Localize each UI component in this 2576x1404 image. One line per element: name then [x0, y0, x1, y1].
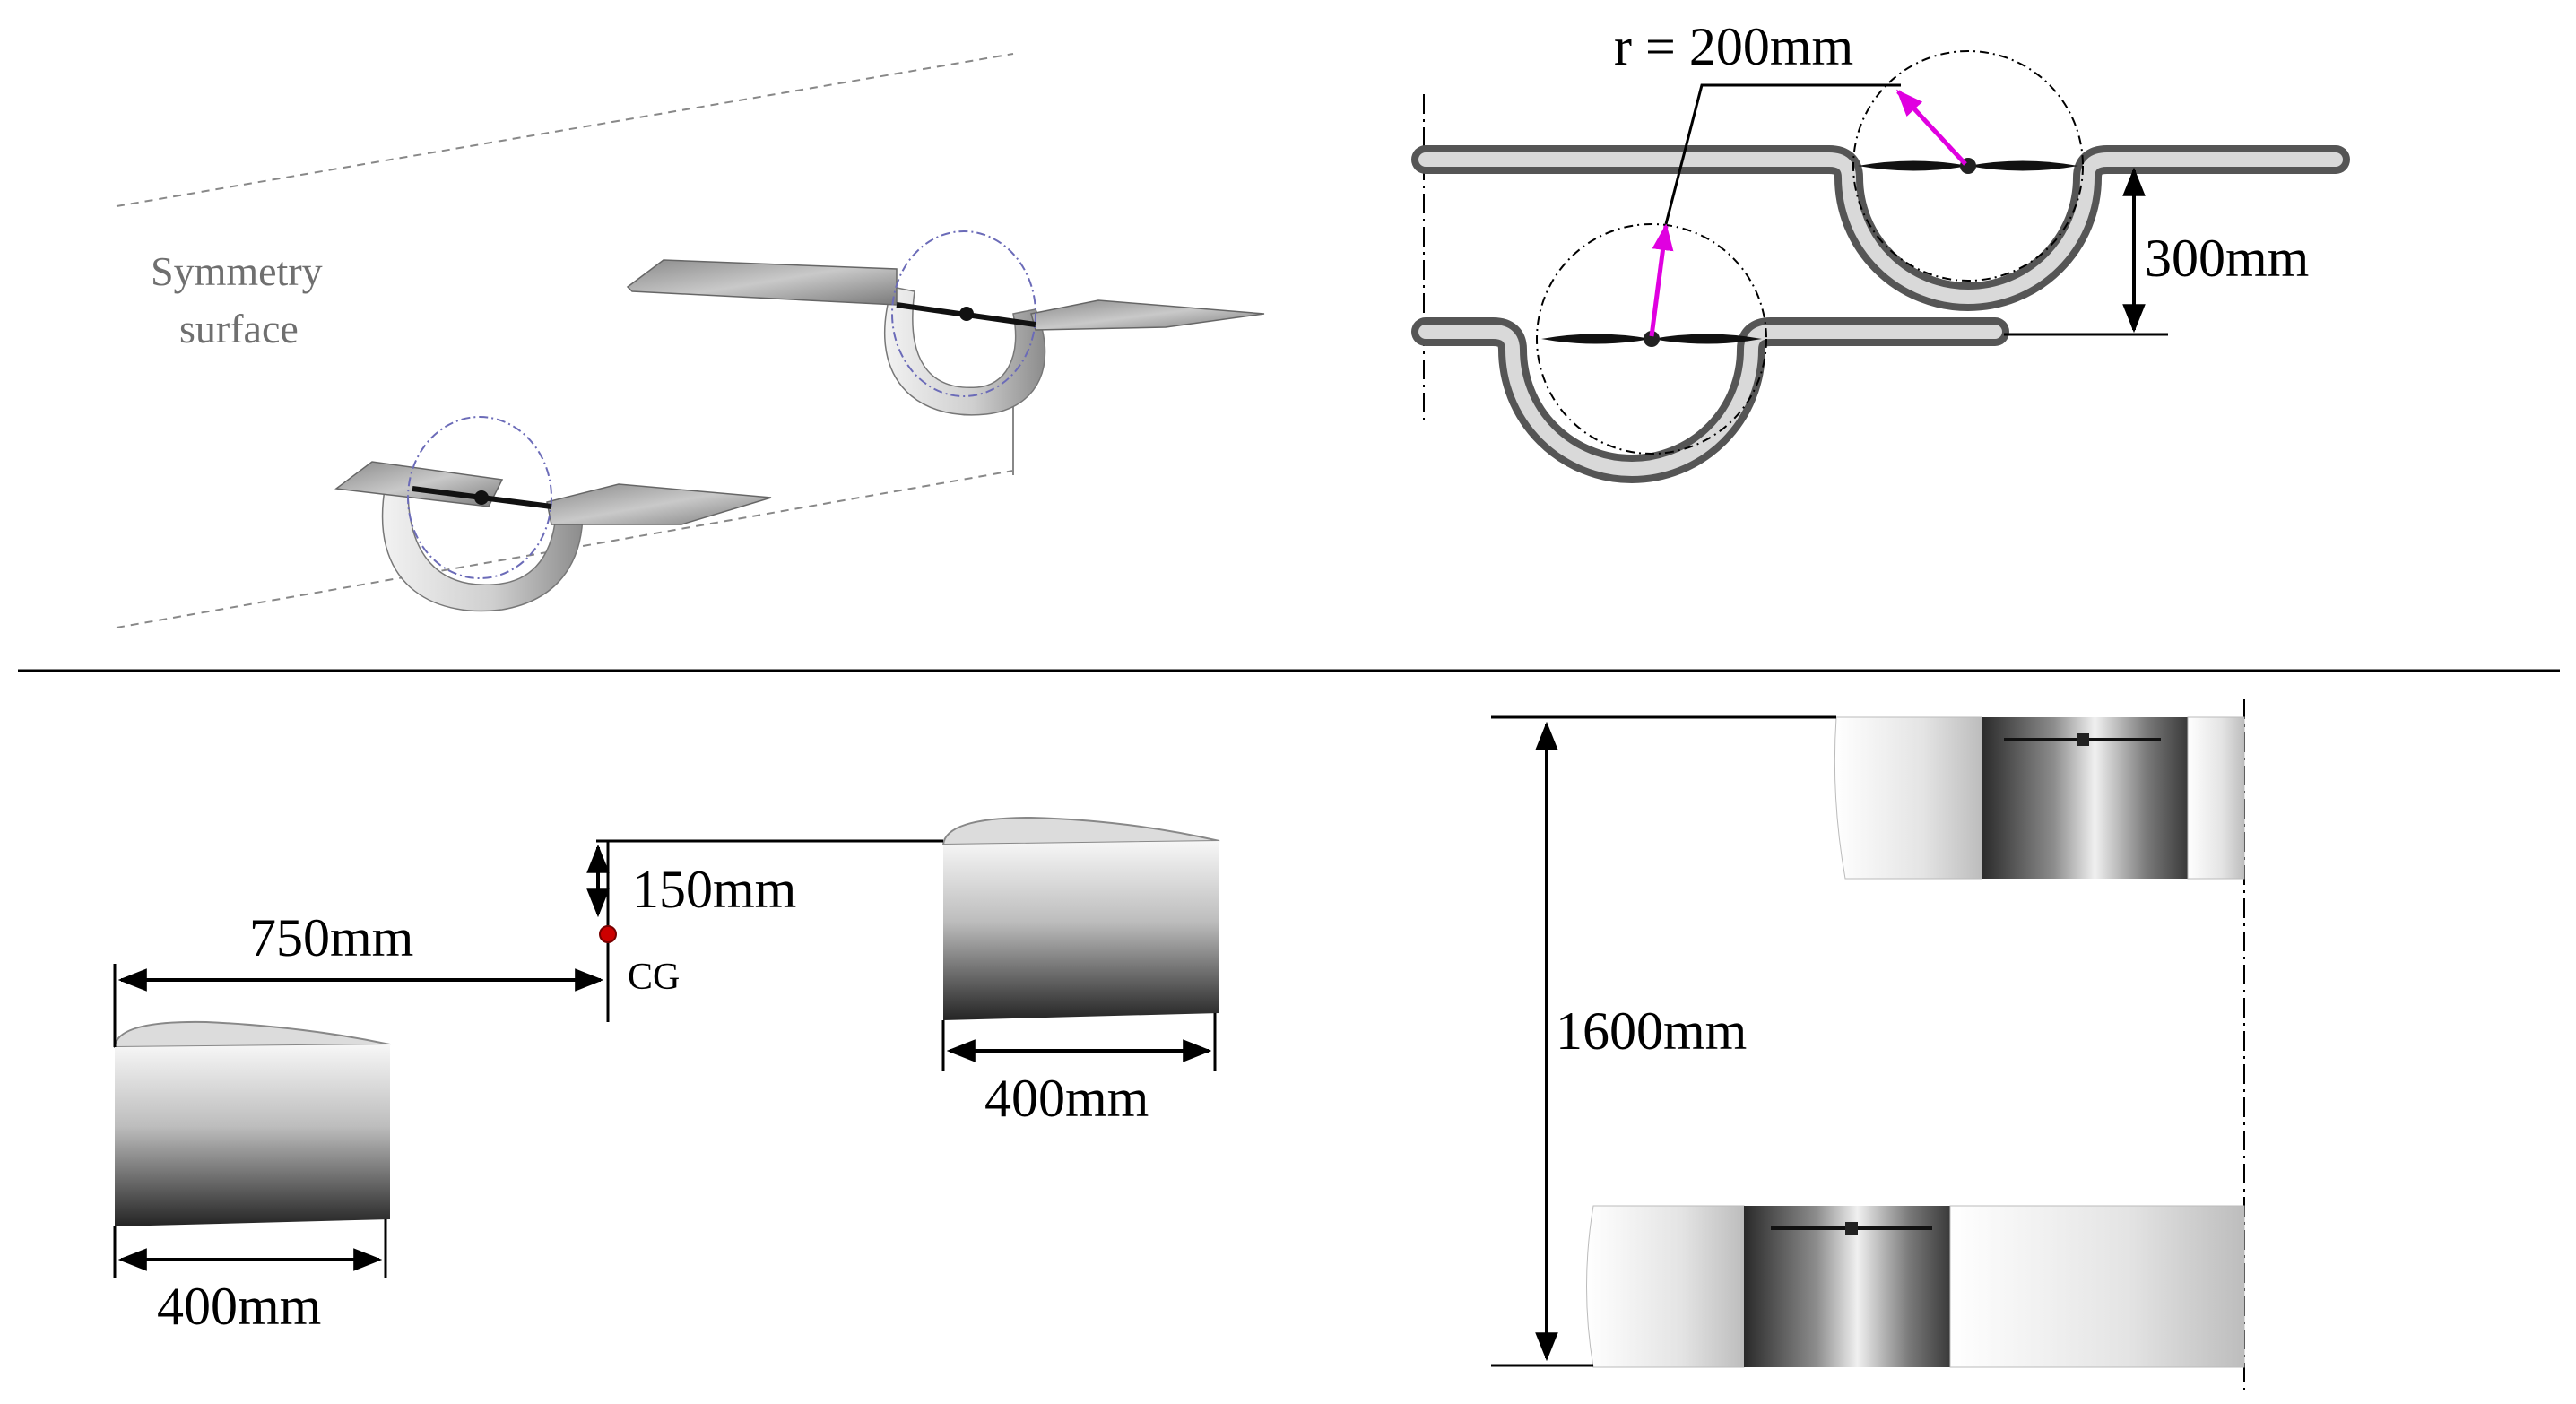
panel-top-view: 1600mm: [1491, 699, 2245, 1390]
cg-label: CG: [628, 957, 680, 998]
front-wing-top-inboard: [1586, 1205, 1745, 1368]
rear-wing-top-outboard: [2187, 716, 2245, 880]
rear-wing-outer-panel: [1030, 299, 1265, 331]
rear-wing-side-body: [943, 841, 1219, 1020]
symmetry-plane-top-edge: [116, 53, 1014, 207]
panel-side-view: 150mm CG 750mm 400mm 400mm: [113, 816, 1220, 1336]
front-wing-tube-shade: [1418, 325, 2002, 476]
rear-wing-inner-panel: [626, 259, 898, 306]
rear-wing-3d: [626, 230, 1265, 416]
span-label: 1600mm: [1556, 1001, 1747, 1061]
panel-3d-view: Symmetry surface: [116, 53, 1265, 628]
vertical-offset-label: 150mm: [632, 860, 796, 919]
rear-wing-tube-shade: [1418, 152, 2343, 304]
front-chord-label: 400mm: [157, 1277, 321, 1336]
front-propeller-disk: [407, 416, 552, 579]
rear-wing-top: [1834, 716, 2245, 880]
rear-hub-top: [2077, 733, 2089, 746]
front-airfoil-side: [113, 1020, 391, 1049]
front-wing-top: [1586, 1205, 2245, 1368]
rear-propeller-disk: [891, 230, 1036, 397]
horizontal-distance-label: 750mm: [249, 908, 413, 967]
front-wing-outer-panel: [546, 483, 772, 525]
rear-wing-top-inboard: [1834, 716, 1982, 880]
front-propeller-hub-front: [1644, 331, 1660, 347]
symmetry-label-line2: surface: [179, 306, 299, 351]
radius-leader-line: [1664, 83, 1901, 225]
offset-label: 300mm: [2145, 229, 2309, 288]
front-wing-side-body: [115, 1044, 390, 1226]
cg-marker: [599, 925, 617, 943]
front-propeller-circle: [1536, 223, 1767, 455]
rear-propeller-hub: [959, 307, 974, 321]
front-wing-3d: [334, 416, 772, 612]
rear-propeller-circle: [1852, 50, 2084, 282]
panel-front-view: r = 200mm 300mm: [1411, 17, 2350, 483]
rear-airfoil-side: [941, 816, 1220, 846]
symmetry-label-line1: Symmetry: [151, 248, 323, 294]
rear-radius-arrow: [1895, 89, 1967, 166]
front-hub-top: [1845, 1222, 1858, 1235]
front-radius-arrow: [1649, 223, 1674, 337]
rear-chord-label: 400mm: [984, 1069, 1149, 1128]
front-propeller-hub: [474, 490, 489, 505]
radius-label: r = 200mm: [1614, 17, 1853, 76]
front-wing-top-outboard: [1949, 1205, 2245, 1368]
